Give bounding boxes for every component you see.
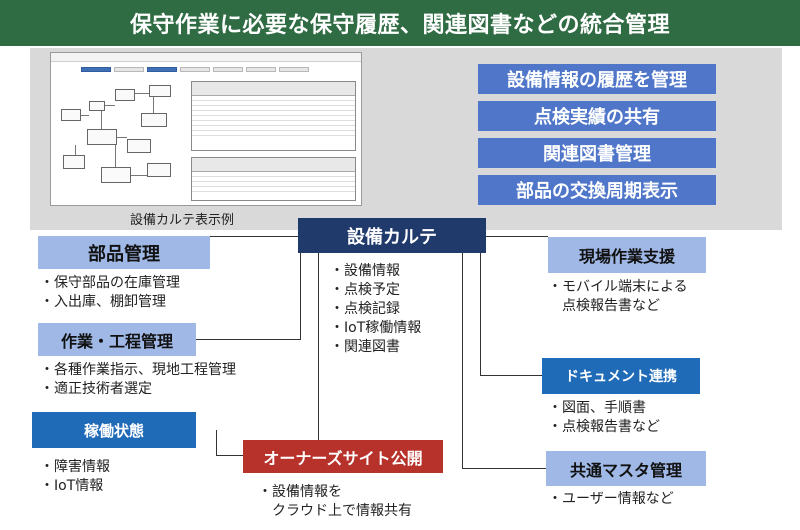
owners-site-item: ・設備情報を — [258, 484, 342, 500]
screenshot-toolbar — [51, 53, 361, 62]
work-process-box: 作業・工程管理 — [38, 323, 196, 356]
screenshot-history-table — [191, 81, 356, 151]
document-link-list: ・図面、手順書 ・点検報告書など — [548, 399, 660, 437]
equipment-chart-list: ・設備情報 ・点検予定 ・点検記録 ・IoT稼働情報 ・関連図書 — [330, 262, 421, 357]
connector-master — [462, 468, 546, 469]
common-master-box: 共通マスタ管理 — [546, 451, 706, 486]
owners-site-item: クラウド上で情報共有 — [272, 503, 412, 519]
equipment-chart-item: ・点検記録 — [330, 301, 400, 317]
connector-work-vertical — [300, 253, 301, 339]
field-work-list: ・モバイル端末による 点検報告書など — [548, 278, 688, 316]
screenshot-caption: 設備カルテ表示例 — [130, 213, 235, 228]
equipment-chart-item: ・関連図書 — [330, 339, 400, 355]
common-master-list: ・ユーザー情報など — [548, 490, 674, 509]
connector-parts — [210, 236, 298, 237]
document-link-item: ・図面、手順書 — [548, 400, 646, 416]
page-title: 保守作業に必要な保守履歴、関連図書などの統合管理 — [0, 0, 800, 46]
equipment-chart-item: ・IoT稼働情報 — [330, 320, 422, 336]
feature-inspection-share: 点検実績の共有 — [478, 101, 716, 131]
parts-management-item: ・保守部品の在庫管理 — [40, 275, 180, 291]
operation-state-box: 稼働状態 — [32, 412, 196, 448]
connector-document-vertical — [480, 253, 481, 376]
work-process-item: ・適正技術者選定 — [40, 381, 152, 397]
screenshot-tree-diagram — [57, 79, 185, 199]
field-work-item: 点検報告書など — [562, 298, 660, 314]
work-process-list: ・各種作業指示、現地工程管理 ・適正技術者選定 — [40, 361, 236, 399]
field-work-item: ・モバイル端末による — [548, 279, 688, 295]
parts-management-list: ・保守部品の在庫管理 ・入出庫、棚卸管理 — [40, 274, 180, 312]
feature-document-management: 関連図書管理 — [478, 138, 716, 168]
equipment-chart-item: ・点検予定 — [330, 282, 400, 298]
equipment-chart-item: ・設備情報 — [330, 263, 400, 279]
connector-operation-vertical — [318, 253, 319, 455]
equipment-chart-screenshot — [50, 52, 362, 206]
operation-state-item: ・IoT情報 — [40, 478, 104, 494]
feature-parts-cycle: 部品の交換周期表示 — [478, 175, 716, 205]
document-link-box: ドキュメント連携 — [542, 358, 700, 394]
parts-management-box: 部品管理 — [38, 236, 210, 269]
owners-site-list: ・設備情報を クラウド上で情報共有 — [258, 483, 412, 521]
owners-site-box: オーナーズサイト公開 — [243, 440, 443, 473]
screenshot-tabs — [81, 67, 309, 72]
operation-state-item: ・障害情報 — [40, 459, 110, 475]
connector-field — [486, 236, 548, 237]
connector-operation-drop — [216, 430, 217, 456]
field-work-box: 現場作業支援 — [548, 237, 706, 273]
connector-document — [480, 375, 542, 376]
screenshot-parts-table — [191, 157, 356, 201]
equipment-chart-box: 設備カルテ — [298, 218, 486, 253]
feature-history: 設備情報の履歴を管理 — [478, 64, 716, 94]
work-process-item: ・各種作業指示、現地工程管理 — [40, 362, 236, 378]
operation-state-list: ・障害情報 ・IoT情報 — [40, 458, 110, 496]
parts-management-item: ・入出庫、棚卸管理 — [40, 294, 166, 310]
connector-master-vertical — [462, 253, 463, 469]
connector-work — [196, 339, 301, 340]
common-master-item: ・ユーザー情報など — [548, 491, 674, 507]
document-link-item: ・点検報告書など — [548, 419, 660, 435]
